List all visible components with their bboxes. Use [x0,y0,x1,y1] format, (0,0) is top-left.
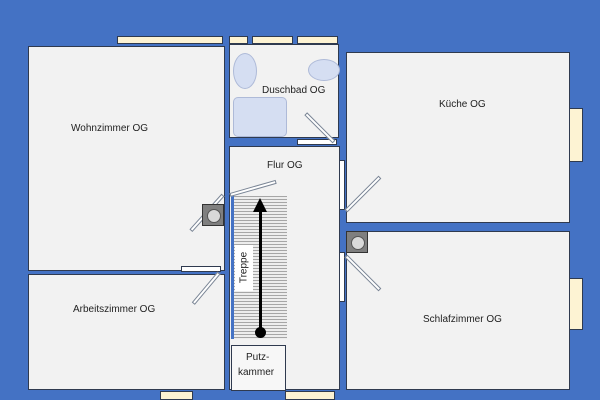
room-putzkammer: Putz- kammer [231,345,286,391]
label-schlafzimmer: Schlafzimmer OG [423,314,502,325]
stairs-arrow-line [259,210,262,332]
door-opening [297,139,337,145]
window [285,391,335,400]
room-kueche: Küche OG [346,52,570,223]
door-opening [339,160,345,210]
window [229,36,248,44]
room-wohnzimmer: Wohnzimmer OG [28,46,225,271]
window [117,36,223,44]
label-kueche: Küche OG [439,99,486,110]
chimney-icon [346,231,368,253]
stairs-arrow-head-icon [253,198,267,212]
label-putzkammer-2: kammer [238,367,275,378]
label-putzkammer-1: Putz- [246,352,270,363]
chimney-icon [202,204,224,226]
sink-icon [233,53,257,89]
toilet-icon [308,59,340,81]
label-arbeitszimmer: Arbeitszimmer OG [73,304,156,315]
shower-icon [233,97,287,137]
door-opening [339,252,345,302]
stairs-label-box [235,245,253,291]
room-duschbad: Duschbad OG [229,44,340,138]
room-schlafzimmer: Schlafzimmer OG [346,231,570,390]
label-flur: Flur OG [267,160,303,171]
room-arbeitszimmer: Arbeitszimmer OG [28,274,225,390]
window [297,36,338,44]
window [569,278,583,330]
window [252,36,293,44]
label-treppe: Treppe [238,251,250,284]
window [569,108,583,162]
label-wohnzimmer: Wohnzimmer OG [71,123,149,134]
window [160,391,193,400]
label-duschbad: Duschbad OG [262,85,326,96]
stairs-start-dot [255,327,266,338]
door-opening [181,266,221,272]
